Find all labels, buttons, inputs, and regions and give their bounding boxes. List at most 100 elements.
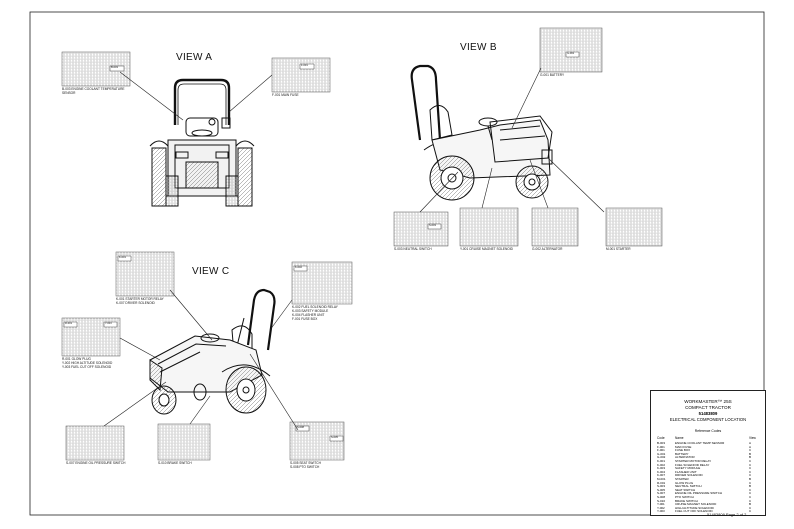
- legend-code: G-001: [657, 451, 666, 456]
- view-c-callouts: [61, 251, 353, 461]
- legend-view: B: [749, 451, 752, 456]
- legend-name: STARTER MOTOR RELAY: [675, 459, 712, 463]
- legend-row: F-001 FUSE BOX C: [657, 448, 759, 452]
- legend-view: C: [749, 459, 752, 463]
- legend-name: STARTER: [675, 477, 689, 481]
- title-brand: WORKMASTER™ 25S: [684, 399, 732, 404]
- view-a-tractor: [149, 78, 255, 207]
- legend-view: B: [749, 484, 752, 489]
- caption-c-left: R-001 GLOW PLUG Y-002 HIGH ALTITUDE SOLE…: [62, 357, 113, 369]
- legend-view: C: [749, 448, 752, 453]
- legend-name: FUEL CUT OFF SOLENOID: [675, 509, 713, 514]
- tag-c-left-1: R-001: [65, 322, 73, 325]
- legend-name: GLOW PLUG: [675, 480, 694, 485]
- legend-row: B-003 ENGINE COOLANT TEMP SENSOR A: [657, 441, 759, 445]
- legend-code: S-003: [657, 484, 666, 489]
- legend-code: K-001: [657, 459, 666, 463]
- legend-code: F-001: [657, 444, 665, 449]
- caption-b-top: G-001 BATTERY: [540, 73, 565, 77]
- inset-c-b1: [65, 425, 125, 461]
- caption-c-b1: S-007 ENGINE OIL PRESSURE SWITCH: [66, 461, 126, 465]
- legend-row: Y-001 CRUISE MAGNET SOLENOID B: [657, 502, 759, 506]
- view-b-callouts: [393, 27, 663, 247]
- legend-code: K-002: [657, 462, 666, 467]
- legend-row: K-002 FUEL SOLENOID RELAY C: [657, 463, 759, 467]
- legend-name: SAFETY MODULE: [675, 466, 701, 471]
- legend-view: B: [749, 455, 752, 460]
- title-block: WORKMASTER™ 25S COMPACT TRACTOR 51483809…: [650, 390, 766, 516]
- legend-name: ENGINE OIL PRESSURE SWITCH: [675, 491, 723, 496]
- caption-a-right: F-001 MAIN FUSE: [272, 93, 299, 97]
- legend-code: S-010: [657, 498, 666, 503]
- legend-view: C: [749, 491, 752, 496]
- caption-b-2: Y-001 CRUISE MAGNET SOLENOID: [460, 247, 513, 251]
- caption-b-1: S-003 NEUTRAL SWITCH: [394, 247, 432, 251]
- legend-code: S-008: [657, 495, 666, 499]
- inset-b-3: [531, 207, 579, 247]
- sheet-border: [29, 11, 765, 516]
- tag-c-right: K-002: [295, 266, 302, 269]
- legend-view: A: [749, 444, 752, 449]
- legend-row: Y-002 HIGH ALTITUDE SOLENOID C: [657, 506, 759, 510]
- legend-row: K-001 STARTER MOTOR RELAY C: [657, 459, 759, 463]
- tag-c-b3-b: S-005: [331, 436, 338, 439]
- legend-view: A: [749, 441, 752, 445]
- legend-view: C: [749, 495, 752, 499]
- view-b-title: VIEW B: [460, 42, 497, 53]
- legend-name: FLASHER UNIT: [675, 469, 697, 474]
- view-a-callouts: [61, 51, 331, 121]
- tag-c-left-2: Y-003: [105, 322, 112, 325]
- legend-name: CRUISE MAGNET SOLENOID: [675, 502, 717, 507]
- legend-view: B: [749, 502, 752, 507]
- tag-b-top: G-001: [567, 52, 575, 55]
- legend-col-view: View: [749, 436, 756, 440]
- legend-name: ALTERNATOR: [675, 455, 695, 460]
- legend-name: FUSE BOX: [675, 448, 691, 453]
- legend-code: K-003: [657, 466, 666, 471]
- caption-c-top: K-001 STARTER MOTOR RELAY K-007 DRIVER S…: [116, 297, 164, 305]
- caption-b-4: M-001 STARTER: [606, 247, 631, 251]
- view-c-title: VIEW C: [192, 266, 230, 277]
- legend-row: F-001 MAIN FUSE A: [657, 445, 759, 449]
- legend-view: C: [749, 473, 752, 478]
- caption-b-3: G-002 ALTERNATOR: [532, 247, 563, 251]
- inset-b-top: [539, 27, 603, 73]
- tag-b-1: S-003: [429, 224, 436, 227]
- inset-b-4: [605, 207, 663, 247]
- legend-view: C: [749, 509, 752, 514]
- legend-name: BRAKE SWITCH: [675, 498, 698, 503]
- tag-c-top: K-001: [119, 256, 126, 259]
- legend-code: M-001: [657, 477, 666, 481]
- inset-b-2: [459, 207, 519, 247]
- legend-row: G-001 BATTERY B: [657, 452, 759, 456]
- legend-code: K-004: [657, 469, 666, 474]
- legend-name: BATTERY: [675, 451, 689, 456]
- legend-code: Y-003: [657, 509, 665, 514]
- legend-view: C: [749, 498, 752, 503]
- legend-view: C: [749, 466, 752, 471]
- view-a-title: VIEW A: [176, 52, 213, 63]
- legend-view: C: [749, 462, 752, 467]
- legend-code: Y-002: [657, 505, 665, 510]
- legend-view: C: [749, 487, 752, 492]
- legend-name: PTO SWITCH: [675, 495, 694, 499]
- legend-code: Y-001: [657, 502, 665, 507]
- legend-name: FUEL SOLENOID RELAY: [675, 462, 710, 467]
- page-footer: 51483809 Page 2 of 2: [707, 512, 747, 517]
- tag-a-right: F-001: [301, 64, 308, 67]
- legend-name: HIGH ALTITUDE SOLENOID: [675, 505, 714, 510]
- legend-view: C: [749, 505, 752, 510]
- legend-heading: Reference Codes: [694, 429, 722, 433]
- legend-name: ENGINE COOLANT TEMP SENSOR: [675, 441, 725, 445]
- legend-code: F-001: [657, 448, 665, 453]
- legend-name: MAIN FUSE: [675, 444, 692, 449]
- view-b-tractor: [410, 64, 553, 201]
- legend-code: B-003: [657, 441, 666, 445]
- legend-code: R-001: [657, 480, 666, 485]
